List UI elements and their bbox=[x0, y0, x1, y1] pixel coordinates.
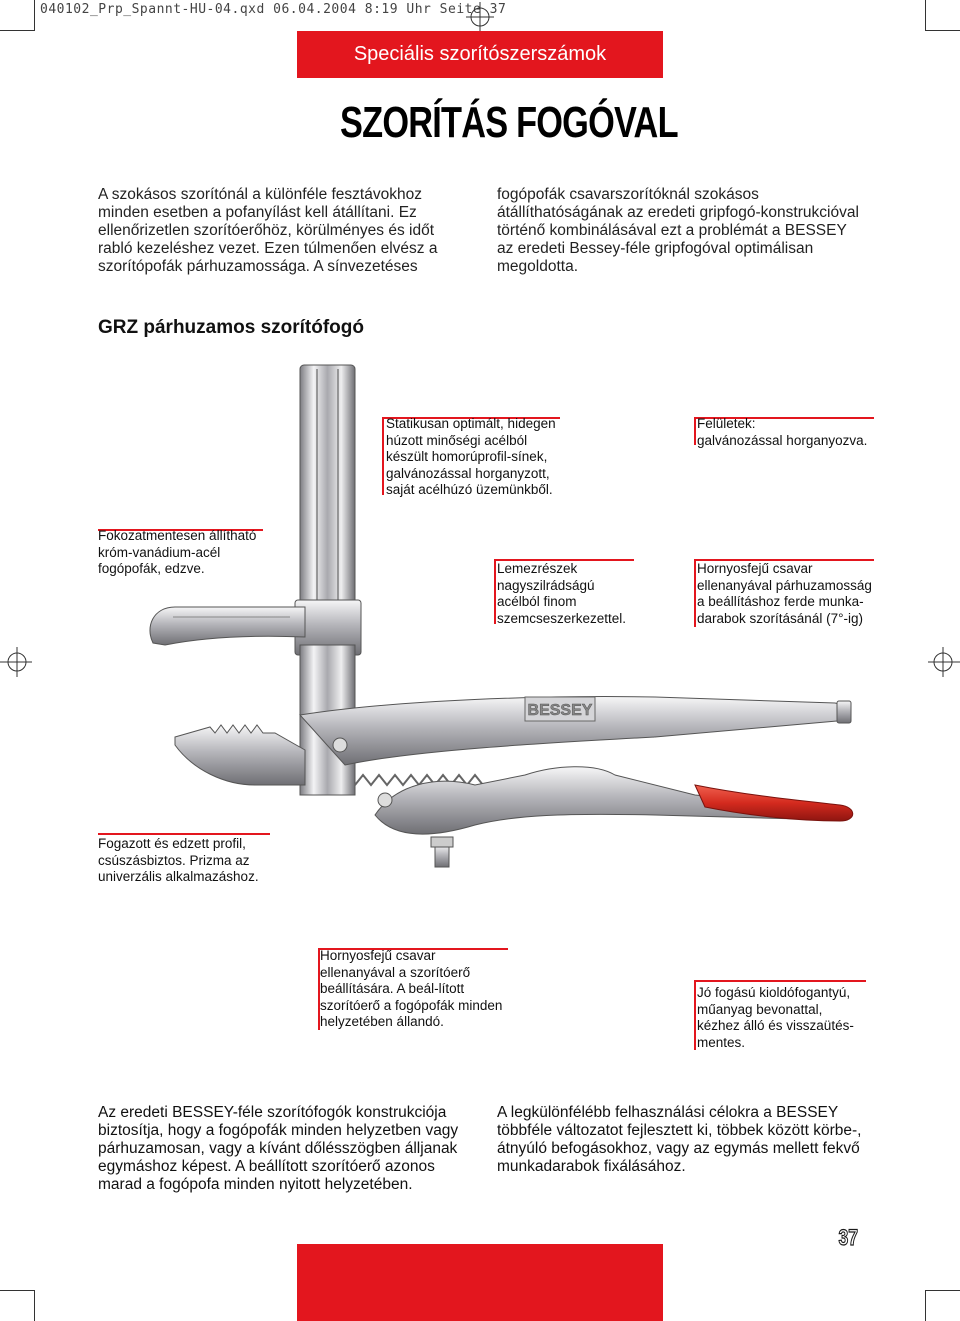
leader-line bbox=[694, 417, 696, 445]
leader-line bbox=[694, 559, 874, 561]
clamp-illustration: BESSEY bbox=[95, 345, 885, 885]
bottom-right-paragraph: A legkülönfélébb felhasználási célokra a… bbox=[497, 1104, 887, 1176]
crop-mark-right bbox=[928, 647, 960, 677]
callout-line: nagyszilrádságú bbox=[497, 577, 595, 593]
callout-line: Jó fogású kioldófogantyú, bbox=[697, 985, 851, 1000]
intro-left-line: rabló kezeléshez vezet. Ezen túlmenően e… bbox=[98, 240, 438, 257]
callout-line: Hornyosfejű csavar bbox=[320, 948, 436, 963]
callout-line: Hornyosfejű csavar bbox=[697, 561, 813, 576]
paragraph-line: párhuzamosan, vagy a kívánt dőlésszögben… bbox=[98, 1140, 458, 1157]
leader-line bbox=[694, 980, 696, 1050]
leader-line bbox=[694, 417, 874, 419]
callout-line: húzott minőségi acélból bbox=[386, 432, 528, 448]
upper-jaw bbox=[149, 606, 306, 646]
callout-handle: Jó fogású kioldófogantyú, műanyag bevona… bbox=[697, 985, 897, 1051]
intro-left-line: minden esetben a pofanyílást kell átállí… bbox=[98, 204, 417, 221]
callout-surfaces: Felületek: galvánozással horganyozva. bbox=[697, 416, 897, 449]
paragraph-line: Az eredeti BESSEY-féle szorítófogók kons… bbox=[98, 1104, 447, 1121]
intro-right-line: megoldotta. bbox=[497, 258, 578, 275]
callout-line: Fokozatmentesen állítható bbox=[98, 528, 257, 543]
callout-line: kézhez álló és visszaütés- bbox=[697, 1018, 854, 1033]
adjusting-screw bbox=[836, 700, 852, 724]
leader-line bbox=[494, 559, 634, 561]
trim-line-top-left-v bbox=[34, 0, 35, 30]
paragraph-line: biztosítja, hogy a fogópofák minden hely… bbox=[98, 1122, 459, 1139]
callout-line: saját acélhúzó üzemünkből. bbox=[386, 482, 553, 497]
callout-line: Felületek: bbox=[697, 416, 756, 431]
leader-line bbox=[318, 948, 508, 950]
callout-hex-screw-force: Hornyosfejű csavar ellenanyával a szorít… bbox=[320, 948, 530, 1031]
trim-line-bottom-left bbox=[0, 1290, 35, 1291]
paragraph-line: marad a fogópofa minden nyitott helyzeté… bbox=[98, 1176, 413, 1193]
callout-line: mentes. bbox=[697, 1034, 746, 1050]
trim-line-bottom-left-v bbox=[34, 1291, 35, 1321]
callout-line: csúszásbiztos. Prizma az bbox=[98, 852, 250, 868]
callout-line: a beállításhoz ferde munka- bbox=[697, 594, 864, 609]
paragraph-line: egymáshoz képest. A beállított szorítóer… bbox=[98, 1158, 435, 1175]
intro-left-line: szorítópofák párhuzamossága. A sínvezeté… bbox=[98, 258, 418, 275]
callout-line: ellenanyával a szorítóerő bbox=[320, 964, 471, 980]
lower-jaw bbox=[174, 724, 306, 786]
callout-line: acélból finom bbox=[497, 594, 577, 609]
leader-line bbox=[98, 529, 263, 531]
callout-line: beállítására. A beál-lított bbox=[320, 981, 465, 996]
callout-line: készült homorúprofil-sínek, bbox=[386, 449, 548, 464]
callout-line: szorítóerő a fogópofák minden bbox=[320, 997, 503, 1013]
crop-mark-top bbox=[466, 2, 494, 32]
callout-line: galvánozással horganyozva. bbox=[697, 432, 868, 448]
tool-brand-mark: BESSEY bbox=[528, 702, 593, 719]
callout-rails: Statikusan optimált, hidegen húzott minő… bbox=[386, 416, 596, 499]
leader-line bbox=[494, 559, 496, 624]
page-number: 37 bbox=[837, 1224, 858, 1250]
leader-line bbox=[694, 980, 866, 982]
footer-band bbox=[297, 1244, 663, 1321]
trim-line-top-left bbox=[0, 30, 35, 31]
leader-line bbox=[382, 417, 560, 419]
callout-line: szemcseszerkezettel. bbox=[497, 610, 627, 626]
section-title: GRZ párhuzamos szorítófogó bbox=[98, 317, 364, 338]
header-subtitle: Speciális szorítószerszámok bbox=[353, 43, 607, 65]
header-band: Speciális szorítószerszámok bbox=[297, 31, 663, 78]
callout-jaws: Fokozatmentesen állítható króm-vanádium-… bbox=[98, 528, 298, 578]
intro-left: A szokásos szorítónál a különféle fesztá… bbox=[98, 186, 468, 276]
callout-line: műanyag bevonattal, bbox=[697, 1001, 823, 1017]
callout-line: fogópofák, edzve. bbox=[98, 561, 205, 576]
trim-line-top-right bbox=[925, 30, 960, 31]
callout-line: galvánozással horganyzott, bbox=[386, 465, 550, 481]
paragraph-line: A legkülönfélébb felhasználási célokra a… bbox=[497, 1104, 839, 1121]
callout-profile: Fogazott és edzett profil, csúszásbiztos… bbox=[98, 836, 298, 886]
leader-line bbox=[318, 948, 320, 1030]
callout-line: univerzális alkalmazáshoz. bbox=[98, 869, 259, 884]
crop-mark-left bbox=[0, 647, 32, 677]
callout-line: Lemezrészek bbox=[497, 561, 578, 576]
intro-right: fogópofák csavarszorítóknál szokásos átá… bbox=[497, 186, 877, 276]
callout-line: darabok szorításánál (7°-ig) bbox=[697, 610, 863, 626]
intro-left-line: A szokásos szorítónál a különféle fesztá… bbox=[98, 186, 422, 203]
paragraph-line: többféle változatot fejlesztett ki, több… bbox=[497, 1122, 862, 1139]
intro-right-line: átállíthatóságának az eredeti gripfogó-k… bbox=[497, 204, 859, 221]
trim-line-top-right-v bbox=[925, 0, 926, 30]
callout-line: ellenanyával párhuzamosság bbox=[697, 577, 872, 593]
paragraph-line: átnyúló befogásokhoz, vagy az egymás mel… bbox=[497, 1140, 860, 1157]
leader-line bbox=[98, 833, 270, 835]
bottom-left-paragraph: Az eredeti BESSEY-féle szorítófogók kons… bbox=[98, 1104, 478, 1194]
file-slug: 040102_Prp_Spannt-HU-04.qxd 06.04.2004 8… bbox=[40, 2, 507, 17]
leader-line bbox=[382, 417, 384, 495]
callout-line: helyzetében állandó. bbox=[320, 1014, 444, 1029]
leader-line bbox=[694, 559, 696, 627]
callout-sheet: Lemezrészek nagyszilrádságú acélból fino… bbox=[497, 561, 657, 627]
callout-line: Fogazott és edzett profil, bbox=[98, 836, 246, 851]
trim-line-bottom-right bbox=[925, 1290, 960, 1291]
trim-line-bottom-right-v bbox=[925, 1291, 926, 1321]
callout-line: Statikusan optimált, hidegen bbox=[386, 416, 556, 431]
callout-hex-screw-parallel: Hornyosfejű csavar ellenanyával párhuzam… bbox=[697, 561, 907, 627]
intro-right-line: az eredeti Bessey-féle gripfogóval optim… bbox=[497, 240, 814, 257]
page-title: SZORÍTÁS FOGÓVAL bbox=[340, 98, 678, 147]
callout-line: króm-vanádium-acél bbox=[98, 544, 221, 560]
release-handle-grip bbox=[694, 784, 854, 822]
intro-right-line: fogópofák csavarszorítóknál szokásos bbox=[497, 186, 759, 203]
intro-left-line: ellenőrizetlen szorítóerőhöz, körülménye… bbox=[98, 222, 435, 239]
paragraph-line: munkadarabok fixálásához. bbox=[497, 1158, 686, 1175]
intro-right-line: történő kombinálásával ezt a problémát a… bbox=[497, 222, 847, 239]
